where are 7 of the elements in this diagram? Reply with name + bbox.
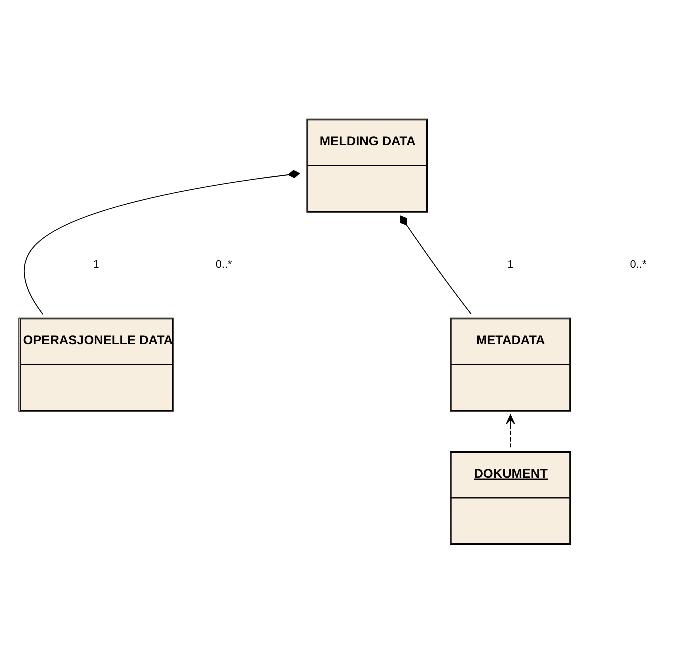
label: 0..* (630, 259, 647, 272)
connector (400, 216, 472, 315)
arrow (506, 414, 516, 448)
label: 1 (508, 259, 514, 272)
label: 0..* (216, 259, 232, 272)
label: 1 (93, 259, 100, 272)
connector (24, 170, 300, 315)
